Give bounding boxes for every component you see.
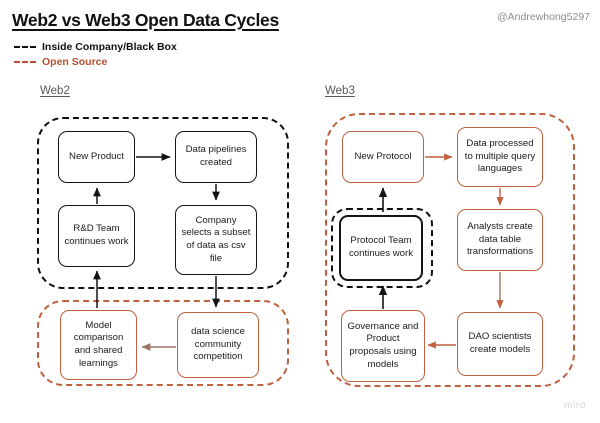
section-label-web3: Web3: [325, 85, 355, 97]
node-protocol-team[interactable]: Protocol Team continues work: [339, 215, 423, 281]
legend-label-black-box: Inside Company/Black Box: [42, 41, 177, 53]
node-company-csv[interactable]: Company selects a subset of data as csv …: [175, 205, 257, 275]
node-label: Company selects a subset of data as csv …: [181, 214, 251, 264]
web2-black-box-group: [37, 117, 289, 289]
node-data-science-community[interactable]: data science community competition: [177, 312, 259, 378]
node-governance-proposals[interactable]: Governance and Product proposals using m…: [341, 310, 425, 382]
node-label: Data processed to multiple query languag…: [464, 138, 536, 175]
node-label: Model comparison and shared learnings: [73, 319, 124, 369]
node-label: Governance and Product proposals using m…: [347, 320, 419, 370]
author-handle: @Andrewhong5297: [497, 11, 590, 23]
dashed-line-icon: [14, 46, 36, 48]
legend-item-open-source: Open Source: [14, 56, 107, 68]
section-label-web2: Web2: [40, 85, 70, 97]
node-analysts[interactable]: Analysts create data table transformatio…: [457, 209, 543, 271]
node-label: data science community competition: [191, 326, 245, 363]
legend-label-open-source: Open Source: [42, 56, 108, 68]
node-label: DAO scientists create models: [468, 331, 532, 355]
node-label: R&D Team continues work: [64, 223, 129, 247]
node-data-processed[interactable]: Data processed to multiple query languag…: [457, 127, 543, 187]
web3-open-source-group: [325, 113, 575, 387]
node-label: Protocol Team continues work: [349, 235, 413, 259]
node-label: New Protocol: [354, 150, 412, 162]
miro-watermark: miro: [564, 400, 586, 411]
page-title: Web2 vs Web3 Open Data Cycles: [12, 10, 279, 30]
node-data-pipelines[interactable]: Data pipelines created: [175, 131, 257, 183]
node-label: New Product: [69, 150, 124, 162]
node-new-protocol[interactable]: New Protocol: [342, 131, 424, 183]
node-dao-scientists[interactable]: DAO scientists create models: [457, 312, 543, 376]
legend-item-black-box: Inside Company/Black Box: [14, 41, 177, 53]
web2-open-source-group: [37, 300, 289, 386]
node-model-comparison[interactable]: Model comparison and shared learnings: [60, 310, 137, 380]
node-rd-team[interactable]: R&D Team continues work: [58, 205, 135, 267]
node-new-product[interactable]: New Product: [58, 131, 135, 183]
dashed-line-icon: [14, 61, 36, 63]
node-label: Analysts create data table transformatio…: [466, 221, 534, 258]
node-label: Data pipelines created: [185, 144, 247, 168]
